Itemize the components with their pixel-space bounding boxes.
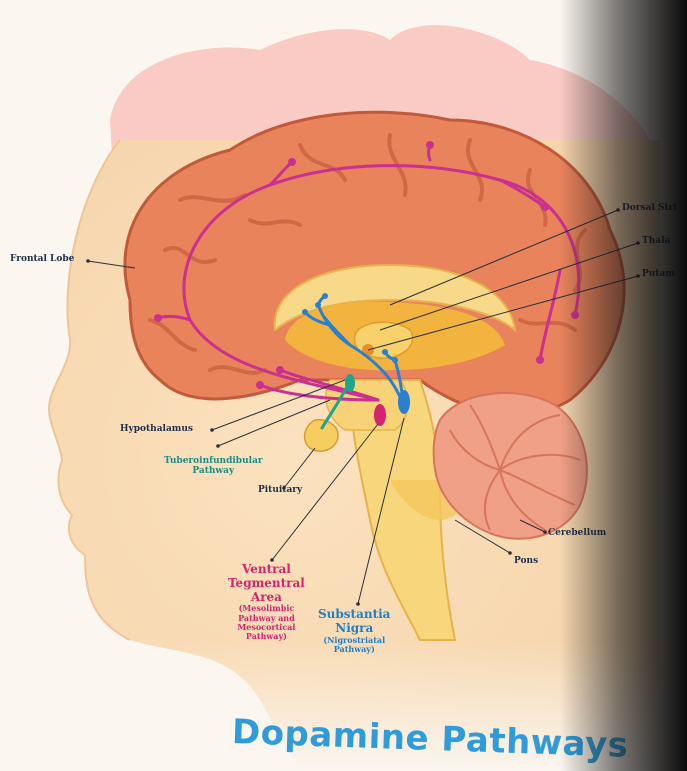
pituitary-shape <box>305 420 338 452</box>
label-tuberoinfundibular-line1: Tuberoinfundibular <box>164 456 263 466</box>
label-vta-line3: Area <box>228 591 305 605</box>
hypothalamus-nucleus <box>345 374 355 392</box>
label-substantia-nigra: Substantia Nigra (Nigrostriatal Pathway) <box>318 608 390 654</box>
label-thalamus: Thala <box>642 236 670 246</box>
substantia-nigra-nucleus <box>398 390 410 414</box>
label-tuberoinfundibular-line2: Pathway <box>164 466 263 476</box>
label-substantia-nigra-line2: Nigra <box>318 622 390 636</box>
vta-nucleus <box>374 404 386 426</box>
label-substantia-nigra-line1: Substantia <box>318 608 390 622</box>
label-substantia-nigra-sub2: Pathway) <box>318 645 390 654</box>
label-tuberoinfundibular: Tuberoinfundibular Pathway <box>164 456 263 477</box>
label-putamen: Putam <box>642 269 675 279</box>
label-vta-line2: Tegmentral <box>228 577 305 591</box>
label-cerebellum: Cerebellum <box>548 528 606 538</box>
label-pons: Pons <box>514 556 538 566</box>
label-hypothalamus: Hypothalamus <box>120 424 193 434</box>
label-frontal-lobe: Frontal Lobe <box>10 254 74 264</box>
label-vta-line1: Ventral <box>228 563 305 577</box>
label-pituitary: Pituitary <box>258 485 302 495</box>
label-dorsal-striatum: Dorsal Stri <box>622 203 677 213</box>
label-vta-sub4: Pathway) <box>228 632 305 641</box>
label-vta: Ventral Tegmentral Area (Mesolimbic Path… <box>228 563 305 641</box>
